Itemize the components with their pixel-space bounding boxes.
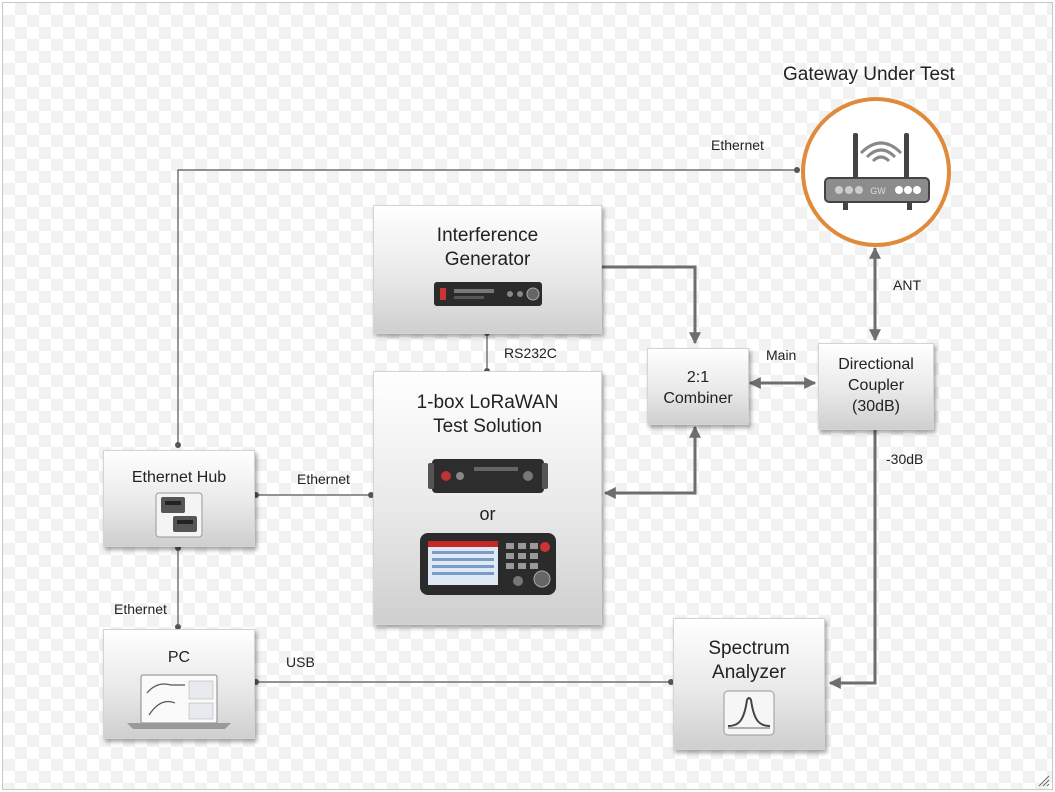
- gateway-title: Gateway Under Test: [783, 64, 955, 85]
- coupler-label-line1: Directional: [838, 356, 914, 373]
- test-solution-node: 1-box LoRaWAN Test Solution or: [373, 371, 602, 625]
- laptop-icon: [127, 674, 231, 729]
- interference-label-line2: Generator: [444, 249, 531, 270]
- minus-30db-label: -30dB: [886, 451, 924, 467]
- pc-label: PC: [167, 649, 191, 666]
- hub-ethernet-label: Ethernet: [297, 471, 350, 487]
- combiner-label-line1: 2:1: [686, 369, 710, 386]
- gateway-ethernet-label: Ethernet: [711, 137, 764, 153]
- interference-label-line1: Interference: [436, 225, 539, 246]
- interference-generator-node: Interference Generator: [373, 205, 602, 334]
- wire-gateway-hub: [177, 169, 797, 445]
- ant-label: ANT: [893, 277, 921, 293]
- combiner-node: 2:1 Combiner: [647, 348, 749, 425]
- coupler-label-line3: (30dB): [851, 398, 901, 415]
- gateway-router-icon: GW: [801, 97, 951, 247]
- directional-coupler-node: Directional Coupler (30dB): [818, 343, 934, 430]
- usb-label: USB: [286, 654, 315, 670]
- spectrum-label-line1: Spectrum: [708, 638, 790, 659]
- or-label: or: [479, 504, 496, 524]
- test-solution-label-line1: 1-box LoRaWAN: [416, 392, 559, 413]
- combiner-label-line2: Combiner: [663, 390, 733, 407]
- main-label: Main: [766, 347, 797, 363]
- signal-generator-device-icon: [433, 282, 542, 306]
- pc-node: PC: [103, 629, 255, 739]
- spectrum-label-line2: Analyzer: [712, 662, 786, 683]
- arrow-coupler-spectrum: [828, 428, 877, 689]
- spectrum-waveform-icon: [723, 690, 775, 736]
- spectrum-analyzer-node: Spectrum Analyzer: [673, 618, 825, 750]
- test-solution-label-line2: Test Solution: [433, 416, 542, 437]
- rs232c-label: RS232C: [504, 345, 557, 361]
- ethernet-hub-node: Ethernet Hub: [103, 450, 255, 547]
- handheld-tester-icon: [419, 533, 556, 595]
- ethernet-port-icon: [155, 492, 203, 538]
- ethernet-hub-label: Ethernet Hub: [131, 469, 227, 486]
- arrow-interference-combiner: [601, 265, 701, 345]
- pc-ethernet-label: Ethernet: [114, 601, 167, 617]
- resize-handle-icon[interactable]: [1038, 775, 1050, 787]
- lora-tester-box-icon: [427, 459, 548, 493]
- arrow-combiner-testsolution: [603, 425, 701, 499]
- coupler-label-line2: Coupler: [847, 377, 905, 394]
- gateway-badge: GW: [870, 186, 886, 196]
